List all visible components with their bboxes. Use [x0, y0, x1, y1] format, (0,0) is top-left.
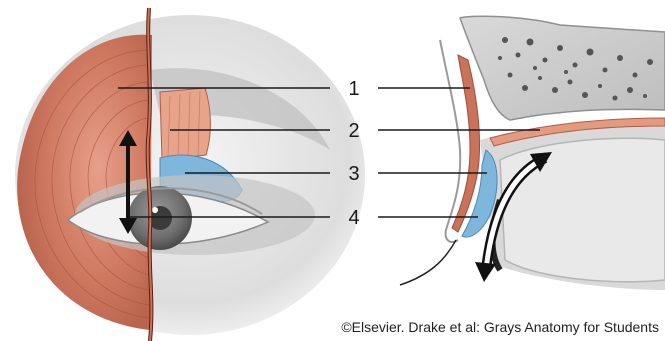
brow-skin-outline — [440, 40, 460, 242]
label-4: 4 — [348, 207, 359, 229]
levator-palpebrae-muscle — [160, 88, 210, 160]
lid-margin — [400, 240, 456, 285]
anterior-eye-view — [15, 8, 365, 341]
copyright-credit: ©Elsevier. Drake et al: Grays Anatomy fo… — [341, 319, 659, 335]
label-2: 2 — [348, 120, 359, 142]
frontal-bone — [460, 16, 665, 120]
sagittal-section-view — [400, 16, 665, 290]
corneal-highlight — [152, 207, 158, 213]
eyeball — [500, 138, 665, 282]
label-1: 1 — [348, 78, 359, 100]
label-3: 3 — [348, 163, 359, 185]
